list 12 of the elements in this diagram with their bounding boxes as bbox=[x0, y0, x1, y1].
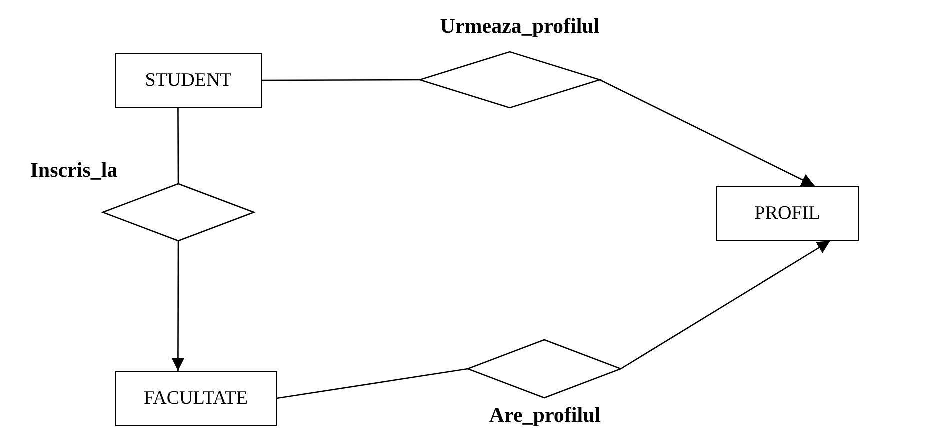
arrow bbox=[600, 79, 815, 187]
connector-line bbox=[276, 368, 468, 400]
relationship-label: Urmeaza_profilul bbox=[439, 14, 601, 39]
arrow bbox=[172, 241, 185, 371]
entity-box: FACULTATE bbox=[115, 371, 277, 426]
entity-box: PROFIL bbox=[716, 186, 859, 241]
connector-line bbox=[178, 108, 180, 184]
relationship-label: Inscris_la bbox=[29, 158, 119, 183]
entity-box: STUDENT bbox=[115, 53, 262, 108]
arrow bbox=[620, 240, 831, 370]
relationship-label: Are_profilul bbox=[488, 403, 602, 428]
connector-line bbox=[262, 79, 420, 82]
